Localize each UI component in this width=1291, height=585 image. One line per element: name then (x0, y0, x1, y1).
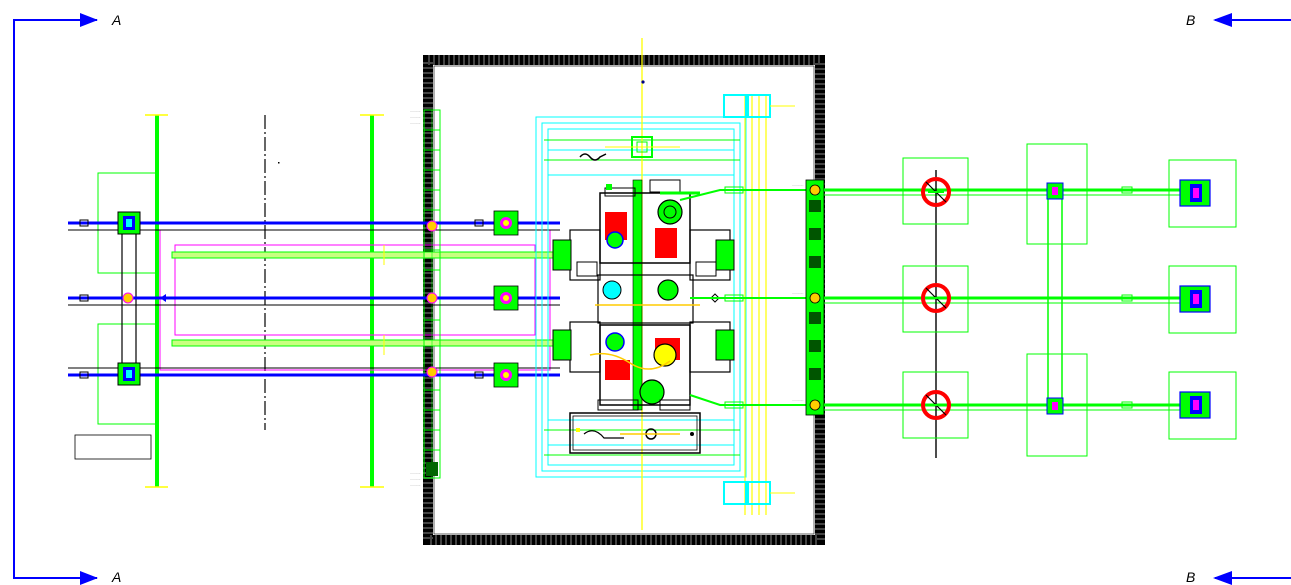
section-label-a-top: A (111, 12, 121, 28)
svg-text:···········: ··········· (410, 121, 421, 125)
pump-unit-lower (552, 321, 735, 411)
svg-text:············: ············ (792, 398, 803, 402)
inlet-valve-upper (493, 210, 519, 236)
svg-text:············: ············ (792, 183, 803, 187)
discharge-line-lower (824, 401, 1185, 411)
outlet-stand-middle (1168, 265, 1237, 334)
discharge-lines (824, 186, 1185, 411)
discharge-line-upper (824, 186, 1185, 196)
section-arrow-b-top (1213, 13, 1232, 27)
auxiliary-tank (569, 412, 701, 454)
check-valve-pits (902, 157, 969, 458)
outlet-stand-lower (1168, 371, 1237, 440)
section-arrow-a-bottom (80, 571, 98, 585)
valve-icon (921, 390, 951, 420)
svg-text:···········: ··········· (410, 483, 421, 487)
gate-valve-pits (1026, 143, 1088, 457)
flow-arrow-icon (579, 153, 607, 161)
section-marker-a: A A (13, 12, 121, 585)
suction-pipe-upper (68, 219, 560, 232)
inlet-valve-middle (493, 285, 519, 311)
valve-icon (921, 283, 951, 313)
section-label-b-bottom: B (1186, 569, 1195, 585)
section-label-b-top: B (1186, 12, 1195, 28)
svg-text:···········: ··········· (410, 471, 421, 475)
section-label-a-bottom: A (111, 569, 121, 585)
strainer-lower (117, 362, 141, 386)
outlet-stand-upper (1168, 159, 1237, 228)
suction-pipe-middle (68, 292, 560, 306)
pump-unit-upper (552, 179, 735, 281)
svg-text:···········: ··········· (410, 109, 421, 113)
valve-icon (921, 177, 951, 207)
outlet-stands (1168, 159, 1237, 440)
suction-pipe-lower (68, 366, 560, 379)
svg-text:···········: ··········· (410, 115, 421, 119)
section-arrow-b-bottom (1213, 571, 1232, 585)
discharge-line-middle (824, 294, 1185, 304)
strainer-upper (117, 211, 141, 235)
note-box (74, 434, 152, 460)
hoist-box (605, 136, 680, 158)
discharge-grating: ············ ············ ············ (792, 179, 825, 416)
pump-room (535, 38, 808, 530)
svg-text:············: ············ (792, 291, 803, 295)
inlet-valve-lower (493, 362, 519, 388)
building-wall (423, 55, 825, 545)
suction-pipes (68, 210, 560, 388)
section-arrow-a-top (80, 13, 98, 27)
svg-text:···········: ··········· (410, 477, 421, 481)
intake-area: ··········· ··········· ··········· ····… (74, 109, 558, 488)
section-marker-b: B B (1186, 12, 1291, 585)
